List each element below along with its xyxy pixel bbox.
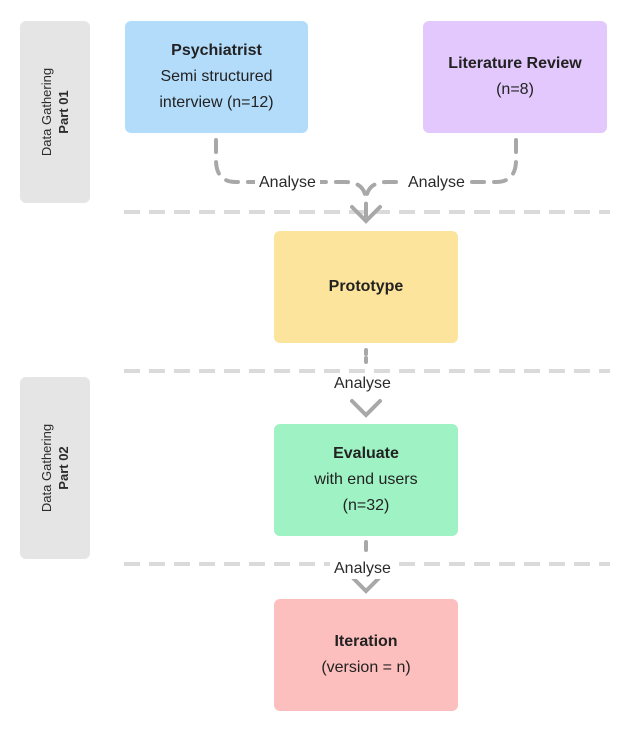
node-psychiatrist: Psychiatrist Semi structured interview (… (125, 21, 308, 133)
node-title: Prototype (328, 278, 404, 295)
node-title: Evaluate (333, 445, 399, 462)
node-title: Psychiatrist (171, 42, 262, 59)
node-evaluate: Evaluate with end users (n=32) (274, 424, 458, 536)
edge-label-evaluate-iteration: Analyse (330, 559, 395, 579)
node-subtitle-line1: Semi structured (160, 68, 273, 85)
node-subtitle-line1: with end users (314, 471, 418, 488)
node-title: Literature Review (448, 55, 582, 72)
node-subtitle-line2: interview (n=12) (159, 94, 274, 111)
edge-label-literature: Analyse (404, 173, 469, 193)
phase-panel-part-01: Data Gathering Part 01 (20, 21, 90, 203)
node-prototype: Prototype (274, 231, 458, 343)
node-subtitle-line1: (n=8) (496, 81, 534, 98)
edge-label-psychiatrist: Analyse (255, 173, 320, 193)
node-iteration: Iteration (version = n) (274, 599, 458, 711)
phase-panel-part-02: Data Gathering Part 02 (20, 377, 90, 559)
node-literature-review: Literature Review (n=8) (423, 21, 607, 133)
arrowhead-prototype (350, 205, 382, 224)
arrowhead-iteration (350, 575, 382, 594)
node-title: Iteration (334, 633, 398, 650)
node-subtitle-line2: (n=32) (342, 497, 390, 514)
edge-label-prototype-evaluate: Analyse (330, 374, 395, 394)
node-subtitle-line1: (version = n) (321, 659, 411, 676)
arrowhead-evaluate (350, 399, 382, 418)
